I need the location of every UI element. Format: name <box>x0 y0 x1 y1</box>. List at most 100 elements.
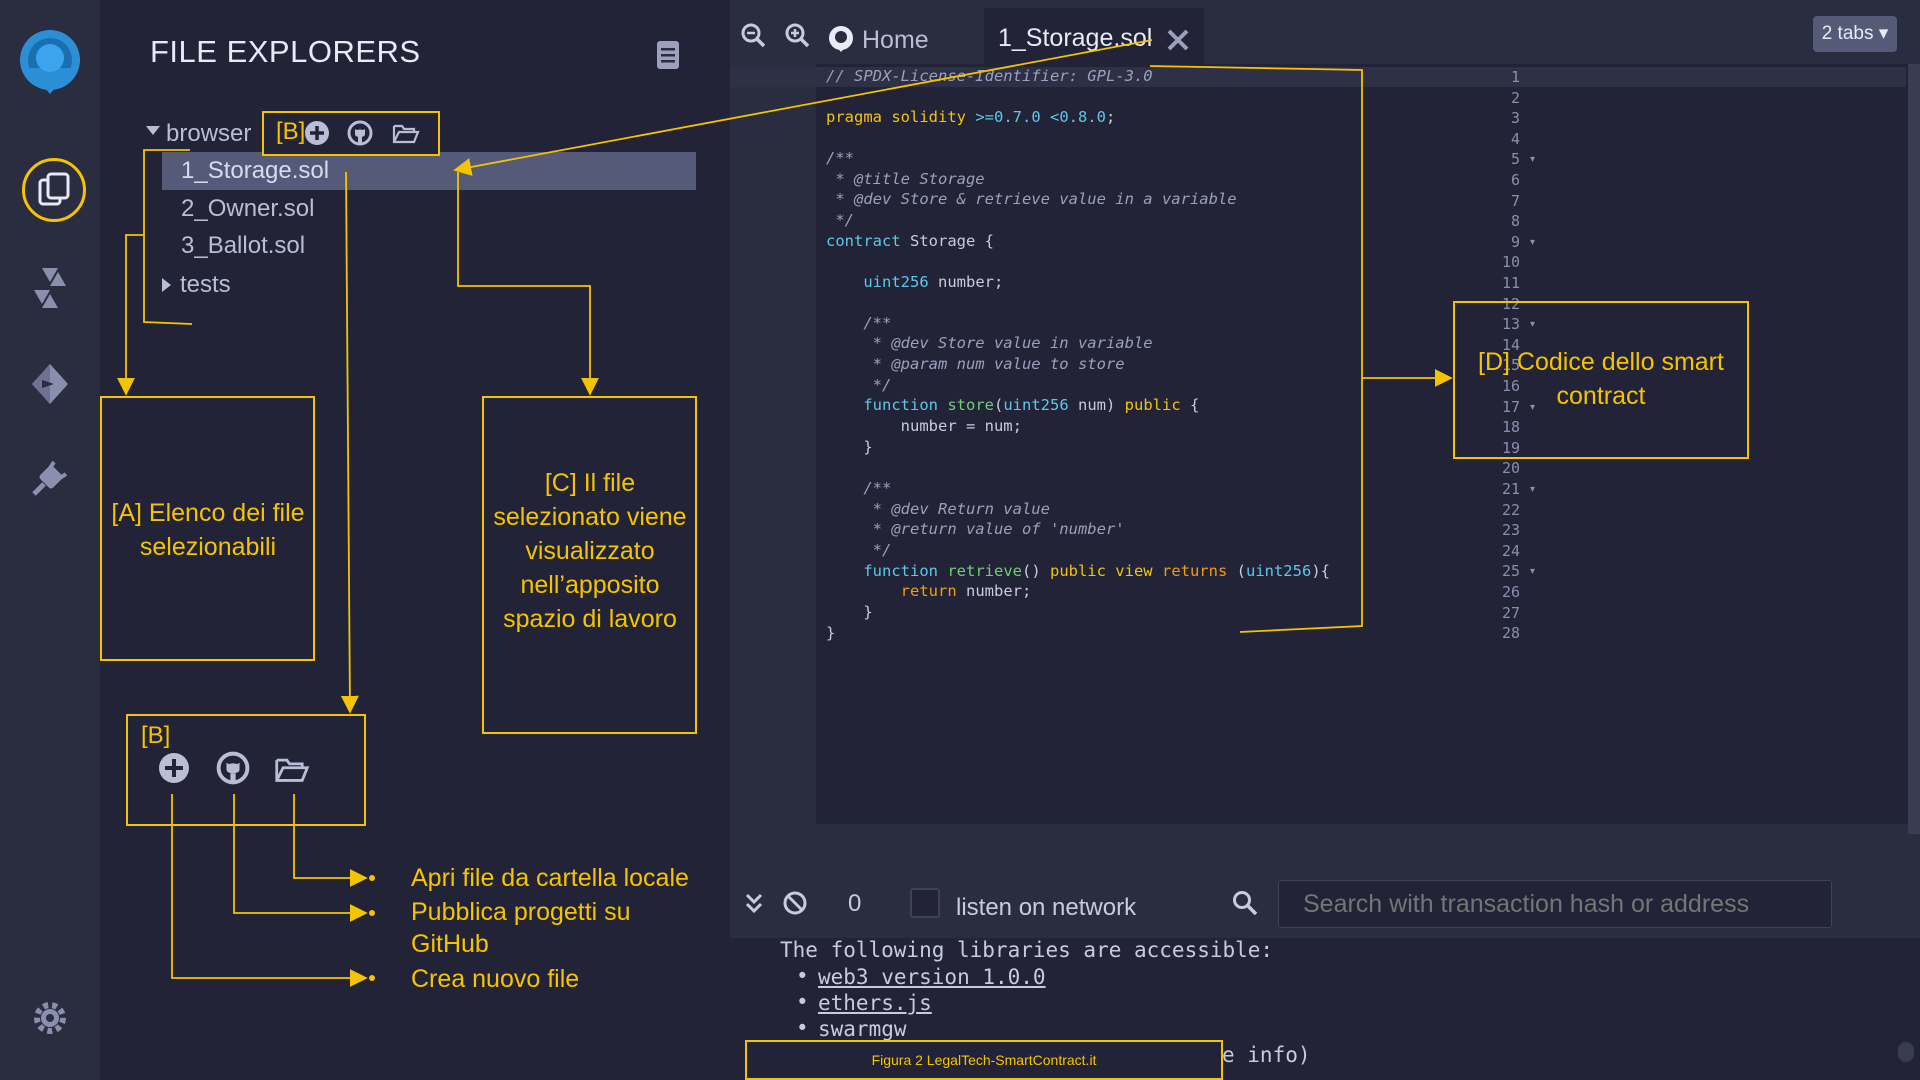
line-number: 27 <box>1501 603 1520 622</box>
annotation-b-tag: [B] <box>276 118 306 145</box>
code-line-7[interactable]: * @dev Store & retrieve value in a varia… <box>826 190 1237 208</box>
code-line-11[interactable]: uint256 number; <box>863 273 1004 291</box>
folder-tests[interactable]: tests <box>180 271 231 298</box>
line-number: 12 <box>1501 294 1520 313</box>
fold-toggle-icon[interactable]: ▾ <box>1530 484 1536 495</box>
solidity-compiler-icon[interactable] <box>20 258 80 318</box>
new-file-icon[interactable] <box>304 120 330 151</box>
figure-caption: Figura 2 LegalTech-SmartContract.it <box>745 1040 1223 1080</box>
line-number: 25 <box>1501 562 1520 581</box>
file-item-storage[interactable]: 1_Storage.sol <box>181 157 330 184</box>
clear-console-icon[interactable] <box>782 890 808 921</box>
close-tab-icon[interactable] <box>1166 28 1190 57</box>
home-logo-icon <box>826 24 856 59</box>
docs-icon[interactable] <box>656 40 682 70</box>
tab-storage-label[interactable]: 1_Storage.sol <box>998 24 1153 52</box>
fold-toggle-icon[interactable]: ▾ <box>1530 566 1536 578</box>
code-line-3[interactable]: pragma solidity >=0.7.0 <0.8.0; <box>826 108 1116 126</box>
plus-circle-icon <box>157 751 191 790</box>
code-line-28[interactable]: } <box>826 624 836 642</box>
legend-open-local: Apri file da cartella locale <box>411 864 689 892</box>
file-item-owner[interactable]: 2_Owner.sol <box>181 195 315 222</box>
tabs-count-label: 2 tabs <box>1821 23 1874 44</box>
line-number: 17 <box>1501 397 1520 416</box>
code-line-8[interactable]: */ <box>826 211 854 229</box>
line-number: 1 <box>1510 68 1520 86</box>
tab-home[interactable]: Home <box>862 26 929 54</box>
annotation-b-legend-tag: [B] <box>141 722 171 749</box>
fold-toggle-icon[interactable]: ▾ <box>1530 236 1536 248</box>
plugin-icon[interactable] <box>20 448 80 508</box>
folder-browser[interactable]: browser <box>166 120 252 147</box>
line-number: 4 <box>1510 129 1520 148</box>
collapse-terminal-icon[interactable] <box>744 892 764 919</box>
file-explorer-icon[interactable] <box>22 158 86 222</box>
remix-logo-icon[interactable] <box>12 24 88 100</box>
panel-title: FILE EXPLORERS <box>150 34 421 69</box>
chevron-down-icon[interactable] <box>146 126 160 135</box>
line-number: 21 <box>1501 480 1520 498</box>
line-number: 11 <box>1501 274 1520 292</box>
line-number: 14 <box>1501 335 1520 354</box>
pending-tx-count: 0 <box>848 890 862 917</box>
settings-icon[interactable] <box>20 988 80 1048</box>
terminal-scrollbar[interactable] <box>1898 1042 1914 1062</box>
github-icon[interactable] <box>347 120 373 151</box>
listen-network-checkbox[interactable] <box>910 888 940 918</box>
code-line-27[interactable]: } <box>826 603 873 621</box>
annotation-c-box <box>482 396 697 734</box>
code-line-25[interactable]: function retrieve() public view returns … <box>863 562 1330 580</box>
terminal-trailing-text: e info) <box>1222 1043 1311 1067</box>
code-line-16[interactable]: */ <box>826 376 892 394</box>
code-line-15[interactable]: * @param num value to store <box>826 355 1125 373</box>
code-line-14[interactable]: * @dev Store value in variable <box>826 334 1153 352</box>
fold-toggle-icon[interactable]: ▾ <box>1530 319 1536 331</box>
code-line-26[interactable]: return number; <box>900 582 1032 600</box>
zoom-out-icon[interactable] <box>740 22 766 53</box>
tabs-count-dropdown[interactable]: 2 tabs ▾ <box>1813 16 1897 52</box>
transaction-search-input[interactable] <box>1278 880 1832 928</box>
chevron-right-icon[interactable] <box>162 278 171 292</box>
code-line-6[interactable]: * @title Storage <box>826 170 985 188</box>
annotation-b-toolbar-box <box>262 111 440 156</box>
open-folder-icon[interactable] <box>392 122 420 149</box>
line-number: 24 <box>1501 541 1520 560</box>
bullet-icon: • <box>796 1016 809 1040</box>
code-line-5[interactable]: /** <box>826 149 854 167</box>
library-link-ethers[interactable]: ethers.js <box>818 991 932 1015</box>
zoom-in-icon[interactable] <box>784 22 810 53</box>
line-number: 16 <box>1501 377 1520 395</box>
line-number: 22 <box>1501 500 1520 519</box>
editor-scrollbar[interactable] <box>1908 64 1920 834</box>
line-number: 6 <box>1510 171 1520 189</box>
code-line-1[interactable]: // SPDX-License-Identifier: GPL-3.0 <box>826 67 1153 85</box>
code-line-22[interactable]: * @dev Return value <box>826 500 1050 518</box>
line-number: 20 <box>1501 459 1520 478</box>
legend-publish-github: Pubblica progetti su GitHub <box>411 898 631 958</box>
code-line-17[interactable]: function store(uint256 num) public { <box>863 396 1200 414</box>
code-line-24[interactable]: */ <box>826 541 892 559</box>
fold-toggle-icon[interactable]: ▾ <box>1530 401 1536 413</box>
code-line-9[interactable]: contract Storage { <box>826 232 994 250</box>
code-line-18[interactable]: number = num; <box>826 417 1022 435</box>
line-number: 13 <box>1501 315 1520 334</box>
line-number: 3 <box>1510 109 1520 128</box>
github-icon <box>216 751 250 790</box>
annotation-d-box <box>1453 301 1749 459</box>
file-item-ballot[interactable]: 3_Ballot.sol <box>181 232 306 259</box>
code-line-19[interactable]: } <box>826 438 873 456</box>
line-number: 18 <box>1501 418 1520 437</box>
code-line-23[interactable]: * @return value of 'number' <box>826 520 1125 538</box>
library-swarmgw[interactable]: swarmgw <box>818 1017 907 1041</box>
code-line-21[interactable]: /** <box>863 479 892 497</box>
bullet-icon: • <box>796 964 809 988</box>
legend-new-file: Crea nuovo file <box>411 965 580 993</box>
code-line-13[interactable]: /** <box>863 314 892 332</box>
terminal-intro: The following libraries are accessible: <box>780 938 1274 962</box>
fold-toggle-icon[interactable]: ▾ <box>1530 154 1536 166</box>
line-gutter <box>730 64 816 824</box>
deploy-icon[interactable] <box>20 354 80 414</box>
line-number: 19 <box>1501 438 1520 457</box>
library-link-web3[interactable]: web3 version 1.0.0 <box>818 965 1046 989</box>
